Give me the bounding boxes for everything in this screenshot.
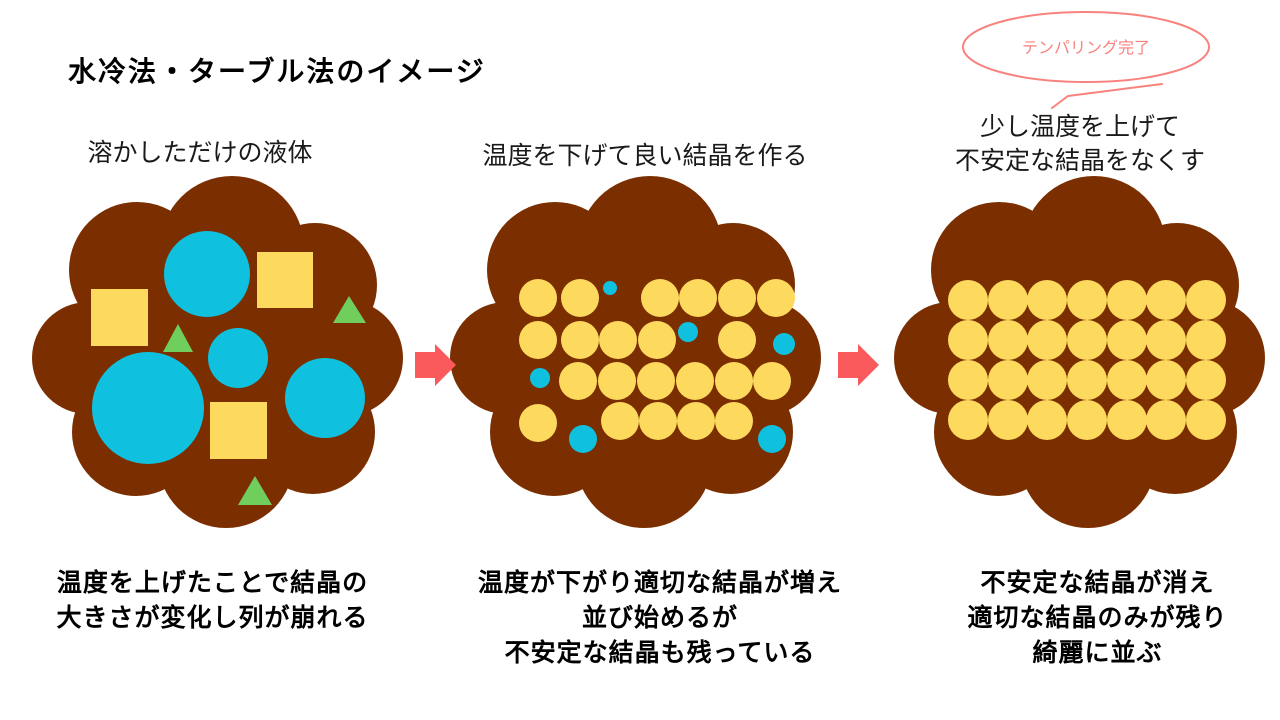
good-crystal (638, 321, 676, 359)
good-crystal (1067, 320, 1107, 360)
stage-label-cooling: 温度を下げて良い結晶を作る (482, 142, 808, 170)
unstable-crystal (758, 425, 786, 453)
unstable-crystal-circle (164, 231, 250, 317)
good-crystal (948, 360, 988, 400)
good-crystal (1146, 360, 1186, 400)
good-crystal (1186, 280, 1226, 320)
unstable-crystal-circle (92, 352, 204, 464)
good-crystal (1146, 400, 1186, 440)
good-crystal (1067, 360, 1107, 400)
good-crystal (598, 362, 636, 400)
good-crystal (637, 362, 675, 400)
unstable-crystal-square (210, 402, 267, 459)
unstable-crystal-triangle (238, 476, 272, 505)
good-crystal (1107, 360, 1147, 400)
good-crystal (753, 362, 791, 400)
unstable-crystal-circle (285, 358, 365, 438)
good-crystal (1146, 320, 1186, 360)
good-crystal (1186, 360, 1226, 400)
speech-bubble: テンパリング完了 (962, 11, 1210, 109)
good-crystal (988, 400, 1028, 440)
process-arrow-2-icon (838, 344, 879, 386)
good-crystal (948, 280, 988, 320)
good-crystal (948, 400, 988, 440)
good-crystal (677, 402, 715, 440)
good-crystal (1027, 400, 1067, 440)
unstable-crystal-square (257, 252, 313, 308)
stage-label-melted: 溶かしただけの液体 (87, 139, 313, 167)
unstable-crystal (603, 281, 617, 295)
good-crystal (1067, 280, 1107, 320)
caption-cooling: 温度が下がり適切な結晶が増え 並び始めるが 不安定な結晶も残っている (477, 569, 842, 667)
crystal-shapes (91, 231, 1226, 505)
good-crystal (599, 321, 637, 359)
unstable-crystal-circle (208, 328, 268, 388)
unstable-crystal (773, 333, 795, 355)
good-crystal (1027, 280, 1067, 320)
good-crystal (988, 280, 1028, 320)
caption-tempered: 不安定な結晶が消え 適切な結晶のみが残り 綺麗に並ぶ (967, 569, 1228, 667)
unstable-crystal-triangle (163, 324, 193, 352)
chocolate-mass-cooling (450, 176, 821, 528)
good-crystal (1186, 320, 1226, 360)
good-crystal (718, 279, 756, 317)
unstable-crystal (569, 425, 597, 453)
unstable-crystal (530, 368, 550, 388)
good-crystal (519, 321, 557, 359)
caption-melted: 温度を上げたことで結晶の 大きさが変化し列が崩れる (56, 569, 369, 632)
good-crystal (715, 402, 753, 440)
good-crystal (1107, 320, 1147, 360)
good-crystal (1146, 280, 1186, 320)
good-crystal (639, 402, 677, 440)
speech-bubble-outline (962, 11, 1210, 83)
good-crystal (718, 321, 756, 359)
good-crystal (1186, 400, 1226, 440)
process-arrow-1-icon (415, 344, 456, 386)
good-crystal (988, 320, 1028, 360)
good-crystal (519, 404, 557, 442)
good-crystal (679, 279, 717, 317)
good-crystal (1067, 400, 1107, 440)
unstable-crystal-square (91, 289, 148, 346)
good-crystal (1027, 360, 1067, 400)
good-crystal (1027, 320, 1067, 360)
stage-label-tempered: 少し温度を上げて 不安定な結晶をなくす (954, 113, 1205, 175)
good-crystal (1107, 280, 1147, 320)
good-crystal (715, 362, 753, 400)
unstable-crystal-triangle (333, 296, 366, 323)
speech-bubble-tail (1051, 83, 1163, 109)
good-crystal (601, 402, 639, 440)
good-crystal (948, 320, 988, 360)
good-crystal (561, 321, 599, 359)
good-crystal (519, 279, 557, 317)
page-title: 水冷法・ターブル法のイメージ (68, 56, 486, 87)
good-crystal (641, 279, 679, 317)
good-crystal (1107, 400, 1147, 440)
good-crystal (676, 362, 714, 400)
good-crystal (757, 279, 795, 317)
good-crystal (561, 279, 599, 317)
good-crystal (559, 362, 597, 400)
good-crystal (988, 360, 1028, 400)
speech-bubble-label: テンパリング完了 (1022, 39, 1150, 57)
unstable-crystal (678, 322, 698, 342)
